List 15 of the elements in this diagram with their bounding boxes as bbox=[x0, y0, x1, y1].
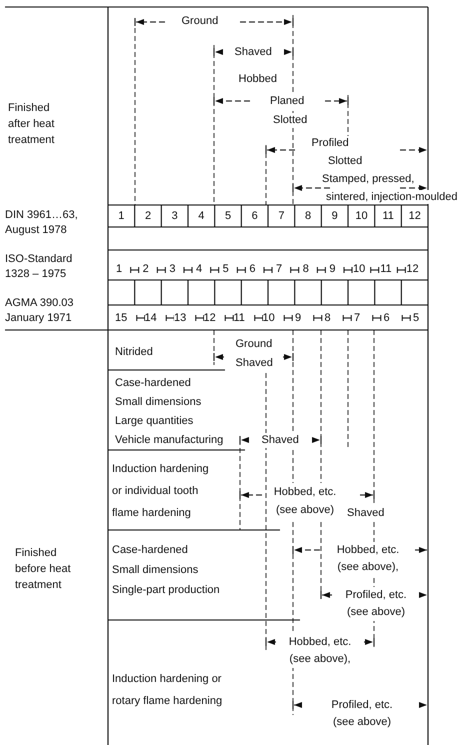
process-label: sintered, injection-moulded bbox=[326, 190, 458, 204]
method-label: Large quantities bbox=[115, 414, 194, 429]
process-label: Stamped, pressed, bbox=[322, 172, 414, 187]
process-label: Profiled, etc. (see above) bbox=[343, 587, 409, 621]
method-label: Vehicle manufacturing bbox=[115, 433, 224, 448]
process-label: Planed bbox=[270, 94, 304, 109]
process-label: Shaved bbox=[236, 356, 273, 371]
process-label: Shaved bbox=[262, 433, 299, 448]
process-label: Hobbed, etc. (see above), bbox=[335, 542, 401, 576]
process-label: Hobbed, etc. (see above) bbox=[272, 483, 338, 519]
process-label: Slotted bbox=[273, 113, 308, 128]
method-label: Single-part production bbox=[112, 583, 220, 598]
process-label: Shaved bbox=[347, 506, 384, 521]
process-label: Hobbed, etc. (see above), bbox=[287, 634, 353, 668]
process-label: Profiled bbox=[312, 136, 349, 151]
